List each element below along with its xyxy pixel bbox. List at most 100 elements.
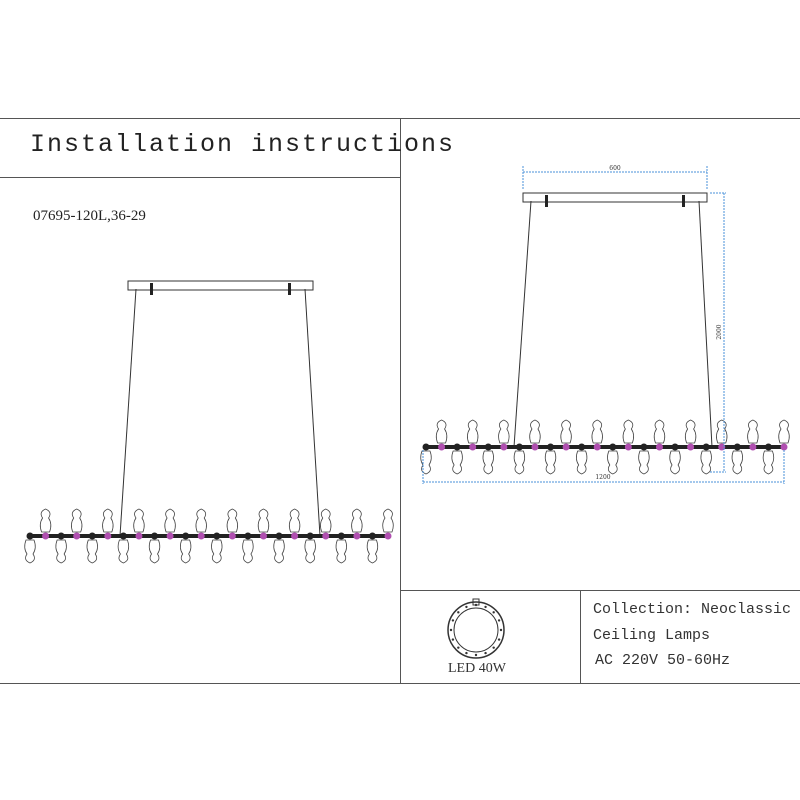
- suspension-wire: [304, 288, 321, 537]
- dimension-length: 1200: [595, 474, 610, 481]
- crystal-drop: [498, 419, 510, 444]
- crystal-node: [88, 532, 96, 540]
- crystal-node: [733, 443, 741, 451]
- crystal-drop: [591, 419, 603, 444]
- led-dot: [451, 638, 455, 641]
- led-dot: [457, 646, 460, 649]
- crystal-drop: [451, 450, 463, 475]
- crystal-node: [547, 443, 555, 451]
- crystal-node: [228, 532, 236, 540]
- crystal-node: [702, 443, 710, 451]
- crystal-drop: [71, 508, 83, 533]
- canopy-screw: [682, 195, 685, 207]
- crystal-node: [104, 532, 112, 540]
- suspension-wire: [513, 200, 532, 448]
- crystal-drop: [747, 419, 759, 444]
- led-dot: [492, 611, 495, 614]
- crystal-node: [422, 443, 430, 451]
- crystal-node: [213, 532, 221, 540]
- crystal-drop: [195, 508, 207, 533]
- led-dot: [457, 611, 460, 614]
- page-title: Installation instructions: [30, 130, 456, 159]
- canopy-screw: [288, 283, 291, 295]
- crystal-drop: [24, 539, 36, 564]
- crystal-node: [337, 532, 345, 540]
- crystal-drop: [320, 508, 332, 533]
- crystal-node: [609, 443, 617, 451]
- crystal-node: [244, 532, 252, 540]
- crystal-drop: [257, 508, 270, 533]
- crystal-drop: [778, 419, 790, 444]
- crystal-drop: [226, 508, 239, 533]
- led-dot: [497, 638, 501, 641]
- crystal-drop: [179, 539, 192, 564]
- crystal-node: [718, 443, 726, 451]
- crystal-node: [764, 443, 772, 451]
- led-dot: [451, 619, 455, 622]
- crystal-drop: [133, 508, 145, 533]
- crystal-node: [562, 443, 570, 451]
- crystal-node: [453, 443, 461, 451]
- crystal-drop: [529, 419, 541, 444]
- crystal-drop: [351, 508, 363, 533]
- crystal-drop: [86, 539, 98, 564]
- type-text: Ceiling Lamps: [593, 627, 711, 644]
- crystal-node: [151, 532, 159, 540]
- crystal-drop: [273, 539, 285, 564]
- crystal-node: [624, 443, 632, 451]
- crystal-drop: [467, 419, 479, 444]
- title-divider: [0, 177, 400, 178]
- crystal-drop: [55, 539, 67, 564]
- crystal-drop: [716, 419, 728, 444]
- led-dot: [484, 651, 487, 655]
- dimension-width: 600: [609, 165, 621, 172]
- crystal-node: [500, 443, 508, 451]
- dimension-height: 2000: [716, 324, 723, 339]
- crystal-node: [578, 443, 586, 451]
- crystal-node: [593, 443, 601, 451]
- crystal-drop: [117, 539, 130, 564]
- led-dot: [497, 619, 501, 622]
- crystal-node: [484, 443, 492, 451]
- canopy-screw: [545, 195, 548, 207]
- crystal-drop: [435, 419, 448, 444]
- crystal-node: [135, 532, 143, 540]
- crystal-node: [687, 443, 695, 451]
- crystal-drop: [420, 450, 432, 475]
- crystal-drop: [560, 419, 572, 444]
- led-dot: [465, 605, 468, 609]
- crystal-drop: [731, 450, 743, 475]
- crystal-drop: [288, 508, 301, 533]
- crystal-drop: [482, 450, 494, 475]
- crystal-node: [671, 443, 679, 451]
- crystal-node: [531, 443, 539, 451]
- crystal-node: [291, 532, 299, 540]
- info-vertical-divider: [580, 590, 581, 683]
- suspension-wire: [698, 200, 713, 448]
- collection-text: Collection: Neoclassic: [593, 601, 792, 618]
- crystal-node: [655, 443, 663, 451]
- crystal-node: [353, 532, 361, 540]
- led-dot: [465, 651, 468, 655]
- led-dot: [474, 653, 478, 657]
- crystal-drop: [700, 450, 712, 475]
- crystal-node: [182, 532, 190, 540]
- crystal-node: [749, 443, 757, 451]
- crystal-drop: [148, 539, 161, 564]
- crystal-node: [780, 443, 788, 451]
- led-dot: [492, 646, 495, 649]
- crystal-drop: [366, 539, 379, 564]
- crystal-drop: [102, 508, 114, 533]
- crystal-node: [73, 532, 81, 540]
- led-dot: [484, 605, 487, 609]
- crystal-node: [306, 532, 314, 540]
- frame-bottom: [0, 683, 800, 684]
- ceiling-canopy: [522, 192, 708, 203]
- crystal-node: [384, 532, 392, 540]
- crystal-drop: [669, 450, 681, 475]
- crystal-node: [197, 532, 205, 540]
- canopy-screw: [150, 283, 153, 295]
- lamp-drawing-dimensioned: [420, 192, 790, 475]
- crystal-drop: [304, 539, 316, 564]
